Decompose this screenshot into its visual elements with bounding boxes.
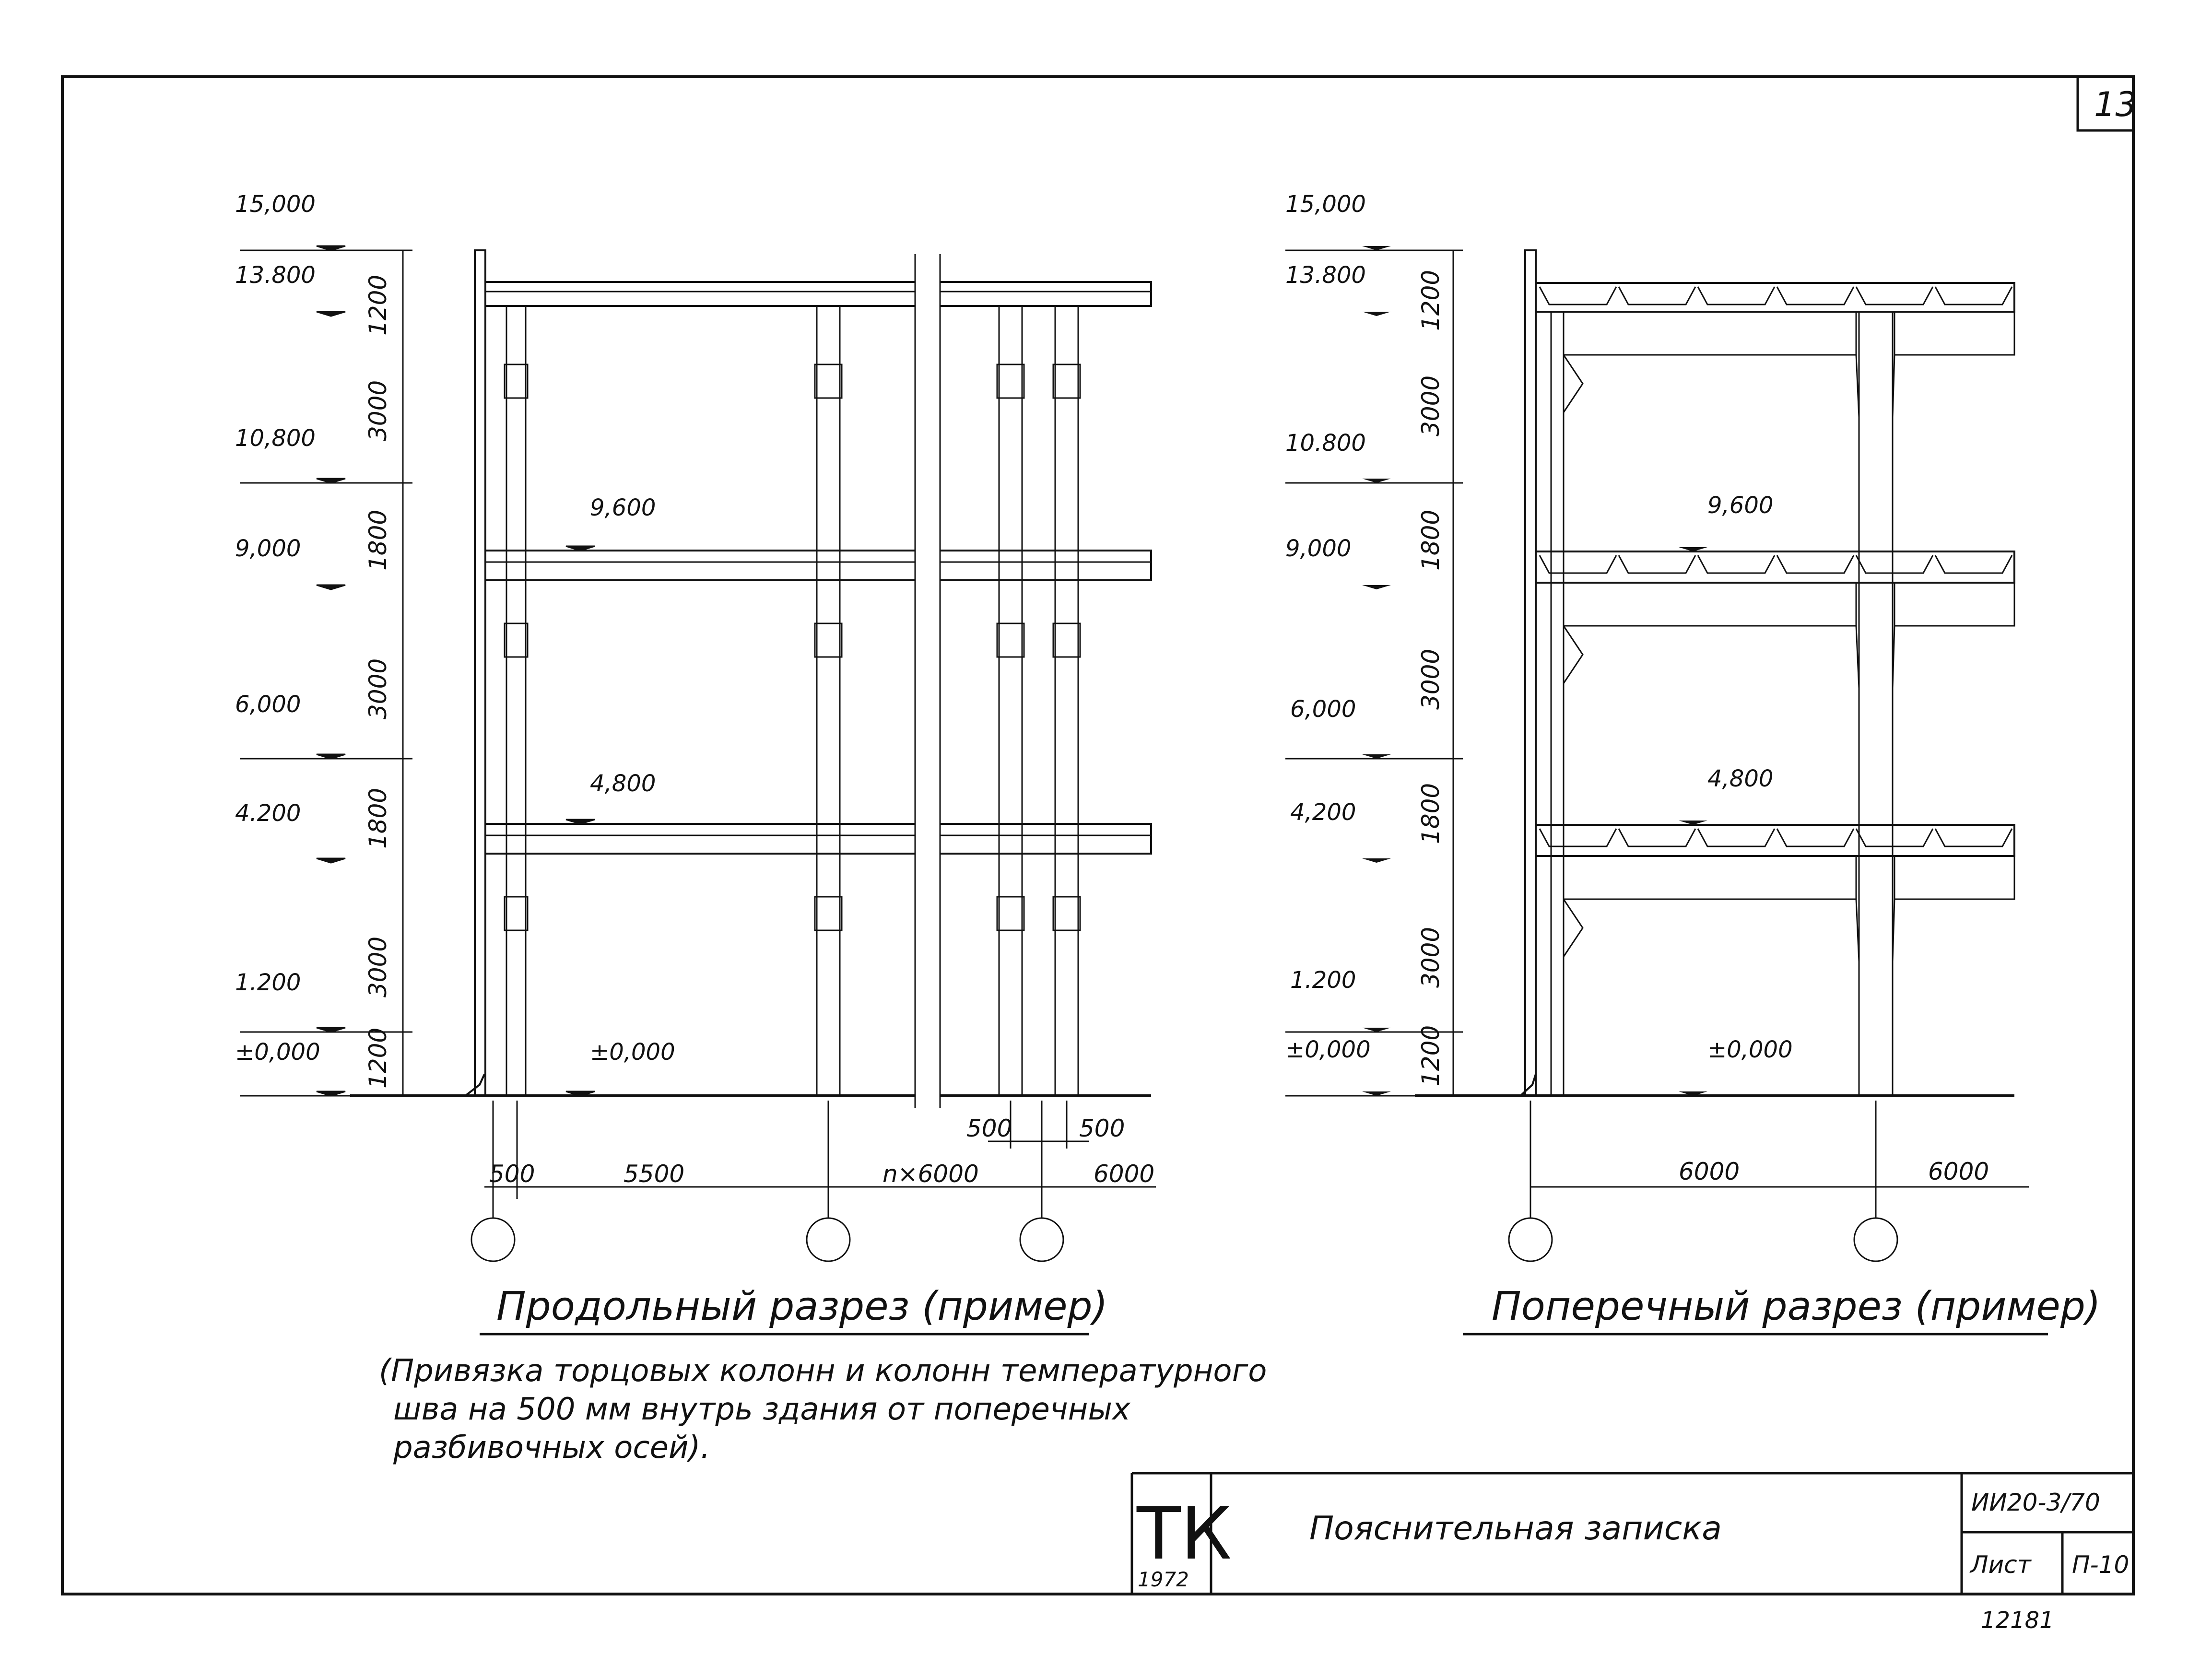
transverse-title: Поперечный разрез (пример)	[1492, 1284, 2101, 1329]
floor-mark: 4,800	[1707, 765, 1773, 792]
span-dimension: 6000	[1094, 1160, 1154, 1188]
slab-rib	[1855, 286, 1934, 305]
sheet-label: Лист	[1969, 1551, 2032, 1579]
height-dimension: 3000	[364, 937, 392, 997]
slab-rib	[1934, 286, 2013, 305]
height-dimension: 3000	[1417, 649, 1445, 710]
level-label: 9,000	[1285, 535, 1351, 562]
level-label: ±0,000	[1285, 1036, 1371, 1063]
slab-rib	[1855, 555, 1934, 574]
span-dimension: 6000	[1679, 1158, 1740, 1185]
year: 1972	[1138, 1568, 1189, 1591]
sheet-description: Пояснительная записка	[1309, 1510, 1722, 1548]
level-label: 10.800	[1285, 430, 1366, 457]
height-dimension: 3000	[364, 380, 392, 441]
level-label: 4.200	[235, 800, 301, 827]
height-dimension: 3000	[1417, 927, 1445, 988]
archive-number: 12181	[1981, 1607, 2054, 1634]
span-dimension: n×6000	[882, 1160, 979, 1188]
level-label: 4,200	[1290, 799, 1356, 826]
slab-rib	[1697, 286, 1776, 305]
slab-rib	[1934, 555, 2013, 574]
level-label: 6,000	[1290, 696, 1356, 723]
height-dimension: 3000	[1417, 375, 1445, 436]
floor-mark: ±0,000	[1707, 1036, 1793, 1063]
org-logo: ТК	[1136, 1492, 1232, 1576]
height-dimension: 1200	[364, 1028, 392, 1089]
slab-rib	[1539, 828, 1617, 847]
level-label: 15,000	[1285, 191, 1366, 218]
note-line: шва на 500 мм внутрь здания от поперечны…	[393, 1392, 1131, 1427]
longitudinal-title: Продольный разрез (пример)	[496, 1284, 1108, 1329]
span-dimension: 500	[489, 1160, 535, 1188]
level-label: ±0,000	[235, 1039, 320, 1066]
title-block	[1130, 1472, 2133, 1594]
joint-dimension: 500	[966, 1114, 1012, 1142]
slab-rib	[1776, 828, 1855, 847]
slab-rib	[1618, 828, 1696, 847]
floor-mark: 9,600	[1707, 492, 1773, 519]
slab-rib	[1539, 555, 1617, 574]
slab-rib	[1539, 286, 1617, 305]
slab-rib	[1618, 555, 1696, 574]
level-label: 13.800	[1285, 262, 1366, 289]
sheet-number: П-10	[2072, 1551, 2129, 1579]
note-line: (Привязка торцовых колонн и колонн темпе…	[379, 1353, 1267, 1389]
note-line: разбивочных осей).	[393, 1430, 710, 1466]
slab-rib	[1697, 828, 1776, 847]
floor-mark: ±0,000	[590, 1039, 675, 1066]
sheet-frame	[61, 75, 2135, 1595]
joint-dimension: 500	[1079, 1114, 1125, 1142]
slab-rib	[1855, 828, 1934, 847]
floor-mark: 4,800	[590, 770, 656, 797]
span-dimension: 6000	[1928, 1158, 1989, 1185]
page-number: 13	[2094, 85, 2137, 124]
span-dimension: 5500	[624, 1160, 684, 1188]
level-label: 1.200	[235, 969, 301, 996]
height-dimension: 1200	[1417, 1025, 1445, 1086]
level-label: 6,000	[235, 691, 301, 718]
level-label: 10,800	[235, 425, 316, 452]
level-label: 13.800	[235, 262, 316, 289]
level-label: 15,000	[235, 191, 316, 218]
longitudinal-section: 15,000 13.800 10,800 9,000 6,000 4.200 1…	[235, 191, 1267, 1466]
height-dimension: 1200	[1417, 270, 1445, 331]
height-dimension: 1800	[1417, 510, 1445, 571]
height-dimension: 1800	[364, 788, 392, 849]
slab-rib	[1697, 555, 1776, 574]
slab-rib	[1776, 286, 1855, 305]
slab-rib	[1776, 555, 1855, 574]
floor-mark: 9,600	[590, 494, 656, 521]
height-dimension: 1800	[1417, 783, 1445, 844]
transverse-section: 15,000 13.800 10.800 9,000 6,000 4,200 1…	[1285, 191, 2101, 1336]
level-label: 1.200	[1290, 967, 1356, 994]
height-dimension: 1200	[364, 275, 392, 336]
series-code: ИИ20-3/70	[1971, 1489, 2100, 1516]
slab-rib	[1934, 828, 2013, 847]
level-label: 9,000	[235, 535, 301, 562]
height-dimension: 3000	[364, 658, 392, 719]
slab-rib	[1618, 286, 1696, 305]
height-dimension: 1800	[364, 510, 392, 571]
